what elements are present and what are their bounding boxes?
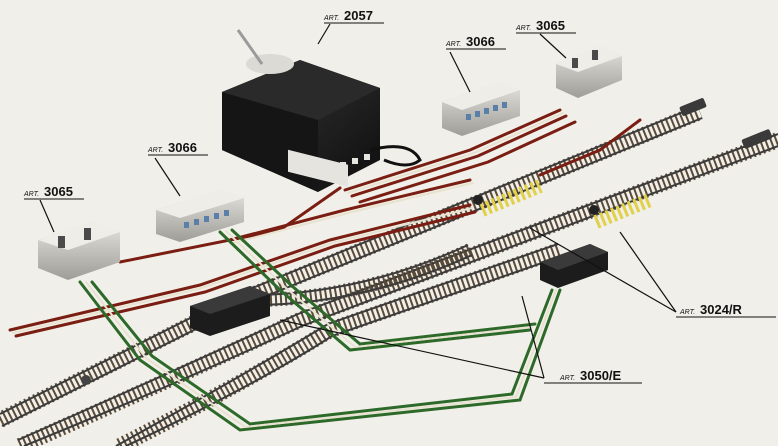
label-prefix: ART. — [515, 25, 531, 32]
label-number: 3066 — [466, 34, 495, 49]
switch-motor-right — [540, 244, 608, 288]
leader-line-3066-upper — [449, 51, 471, 93]
label-art-2057: ART. 2057 — [323, 8, 384, 24]
leader-line-3066-left — [154, 157, 181, 197]
uncoupler-post — [473, 195, 483, 205]
leader-line-3065-left — [39, 199, 55, 233]
label-prefix: ART. — [147, 147, 163, 154]
wire-red — [358, 120, 577, 204]
label-number: 3065 — [44, 184, 73, 199]
transformer-knob-lever — [236, 29, 264, 65]
uncoupler-post — [589, 205, 599, 215]
label-number: 3065 — [536, 18, 565, 33]
wire-green — [78, 280, 562, 432]
track-branch — [115, 242, 563, 446]
lever[interactable] — [592, 50, 598, 60]
button[interactable] — [475, 111, 480, 117]
label-number: 2057 — [344, 8, 373, 23]
label-art-3065-left: ART. 3065 — [23, 184, 84, 200]
label-art-3065-upper: ART. 3065 — [515, 18, 576, 34]
power-cord — [369, 145, 422, 167]
transformer-2057 — [222, 29, 422, 192]
label-art-3024r: ART. 3024/R — [676, 302, 776, 318]
button[interactable] — [466, 114, 471, 120]
leader-line-3050e — [521, 295, 545, 379]
button[interactable] — [214, 213, 219, 219]
lever[interactable] — [572, 58, 578, 68]
button[interactable] — [484, 108, 489, 114]
terminal — [340, 162, 346, 168]
label-prefix: ART. — [23, 191, 39, 198]
wire-red — [228, 178, 472, 242]
control-box-3066-upper — [442, 82, 520, 136]
lever[interactable] — [58, 236, 65, 248]
label-number: 3066 — [168, 140, 197, 155]
switch-motor-left — [190, 286, 270, 336]
buffer-stop-back — [679, 98, 707, 116]
leader-line-3024r — [619, 231, 677, 313]
control-box-3065-upper — [556, 46, 622, 98]
wire-green — [218, 230, 532, 352]
button[interactable] — [493, 105, 498, 111]
terminal — [352, 158, 358, 164]
label-art-3066-left: ART. 3066 — [147, 140, 208, 156]
track-layout — [0, 98, 778, 446]
wire-green — [90, 280, 554, 426]
leader-line-3065-upper — [539, 33, 567, 59]
button[interactable] — [502, 102, 507, 108]
buffer-stop-front — [741, 129, 773, 149]
button[interactable] — [204, 216, 209, 222]
label-art-3050e: ART. 3050/E — [544, 368, 642, 384]
track-main-front — [16, 132, 778, 446]
transformer-panel — [288, 149, 348, 187]
label-prefix: ART. — [445, 41, 461, 48]
leader-line-2057 — [317, 23, 331, 45]
label-number: 3050/E — [580, 368, 622, 383]
leader-lines — [39, 23, 677, 379]
control-box-3065-left — [38, 222, 120, 280]
label-prefix: ART. — [323, 15, 339, 22]
wire-red — [350, 114, 568, 198]
label-prefix: ART. — [559, 375, 575, 382]
button[interactable] — [224, 210, 229, 216]
label-prefix: ART. — [679, 309, 695, 316]
button[interactable] — [194, 219, 199, 225]
label-number: 3024/R — [700, 302, 743, 317]
track-contact — [81, 375, 91, 385]
control-box-3066-left — [156, 190, 244, 242]
leader-line-3024r-b — [529, 227, 677, 313]
terminal — [364, 154, 370, 160]
leader-line-3050e-b — [279, 319, 545, 379]
button[interactable] — [184, 222, 189, 228]
transformer-dial — [246, 54, 294, 74]
wiring — [8, 108, 642, 432]
uncoupler-ties — [479, 179, 653, 229]
lever[interactable] — [84, 228, 91, 240]
wire-red — [538, 118, 642, 177]
wire-red — [343, 108, 562, 192]
wire-green — [230, 228, 537, 346]
label-art-3066-upper: ART. 3066 — [445, 34, 506, 50]
terminal — [328, 166, 334, 172]
track-crossover — [249, 243, 473, 307]
